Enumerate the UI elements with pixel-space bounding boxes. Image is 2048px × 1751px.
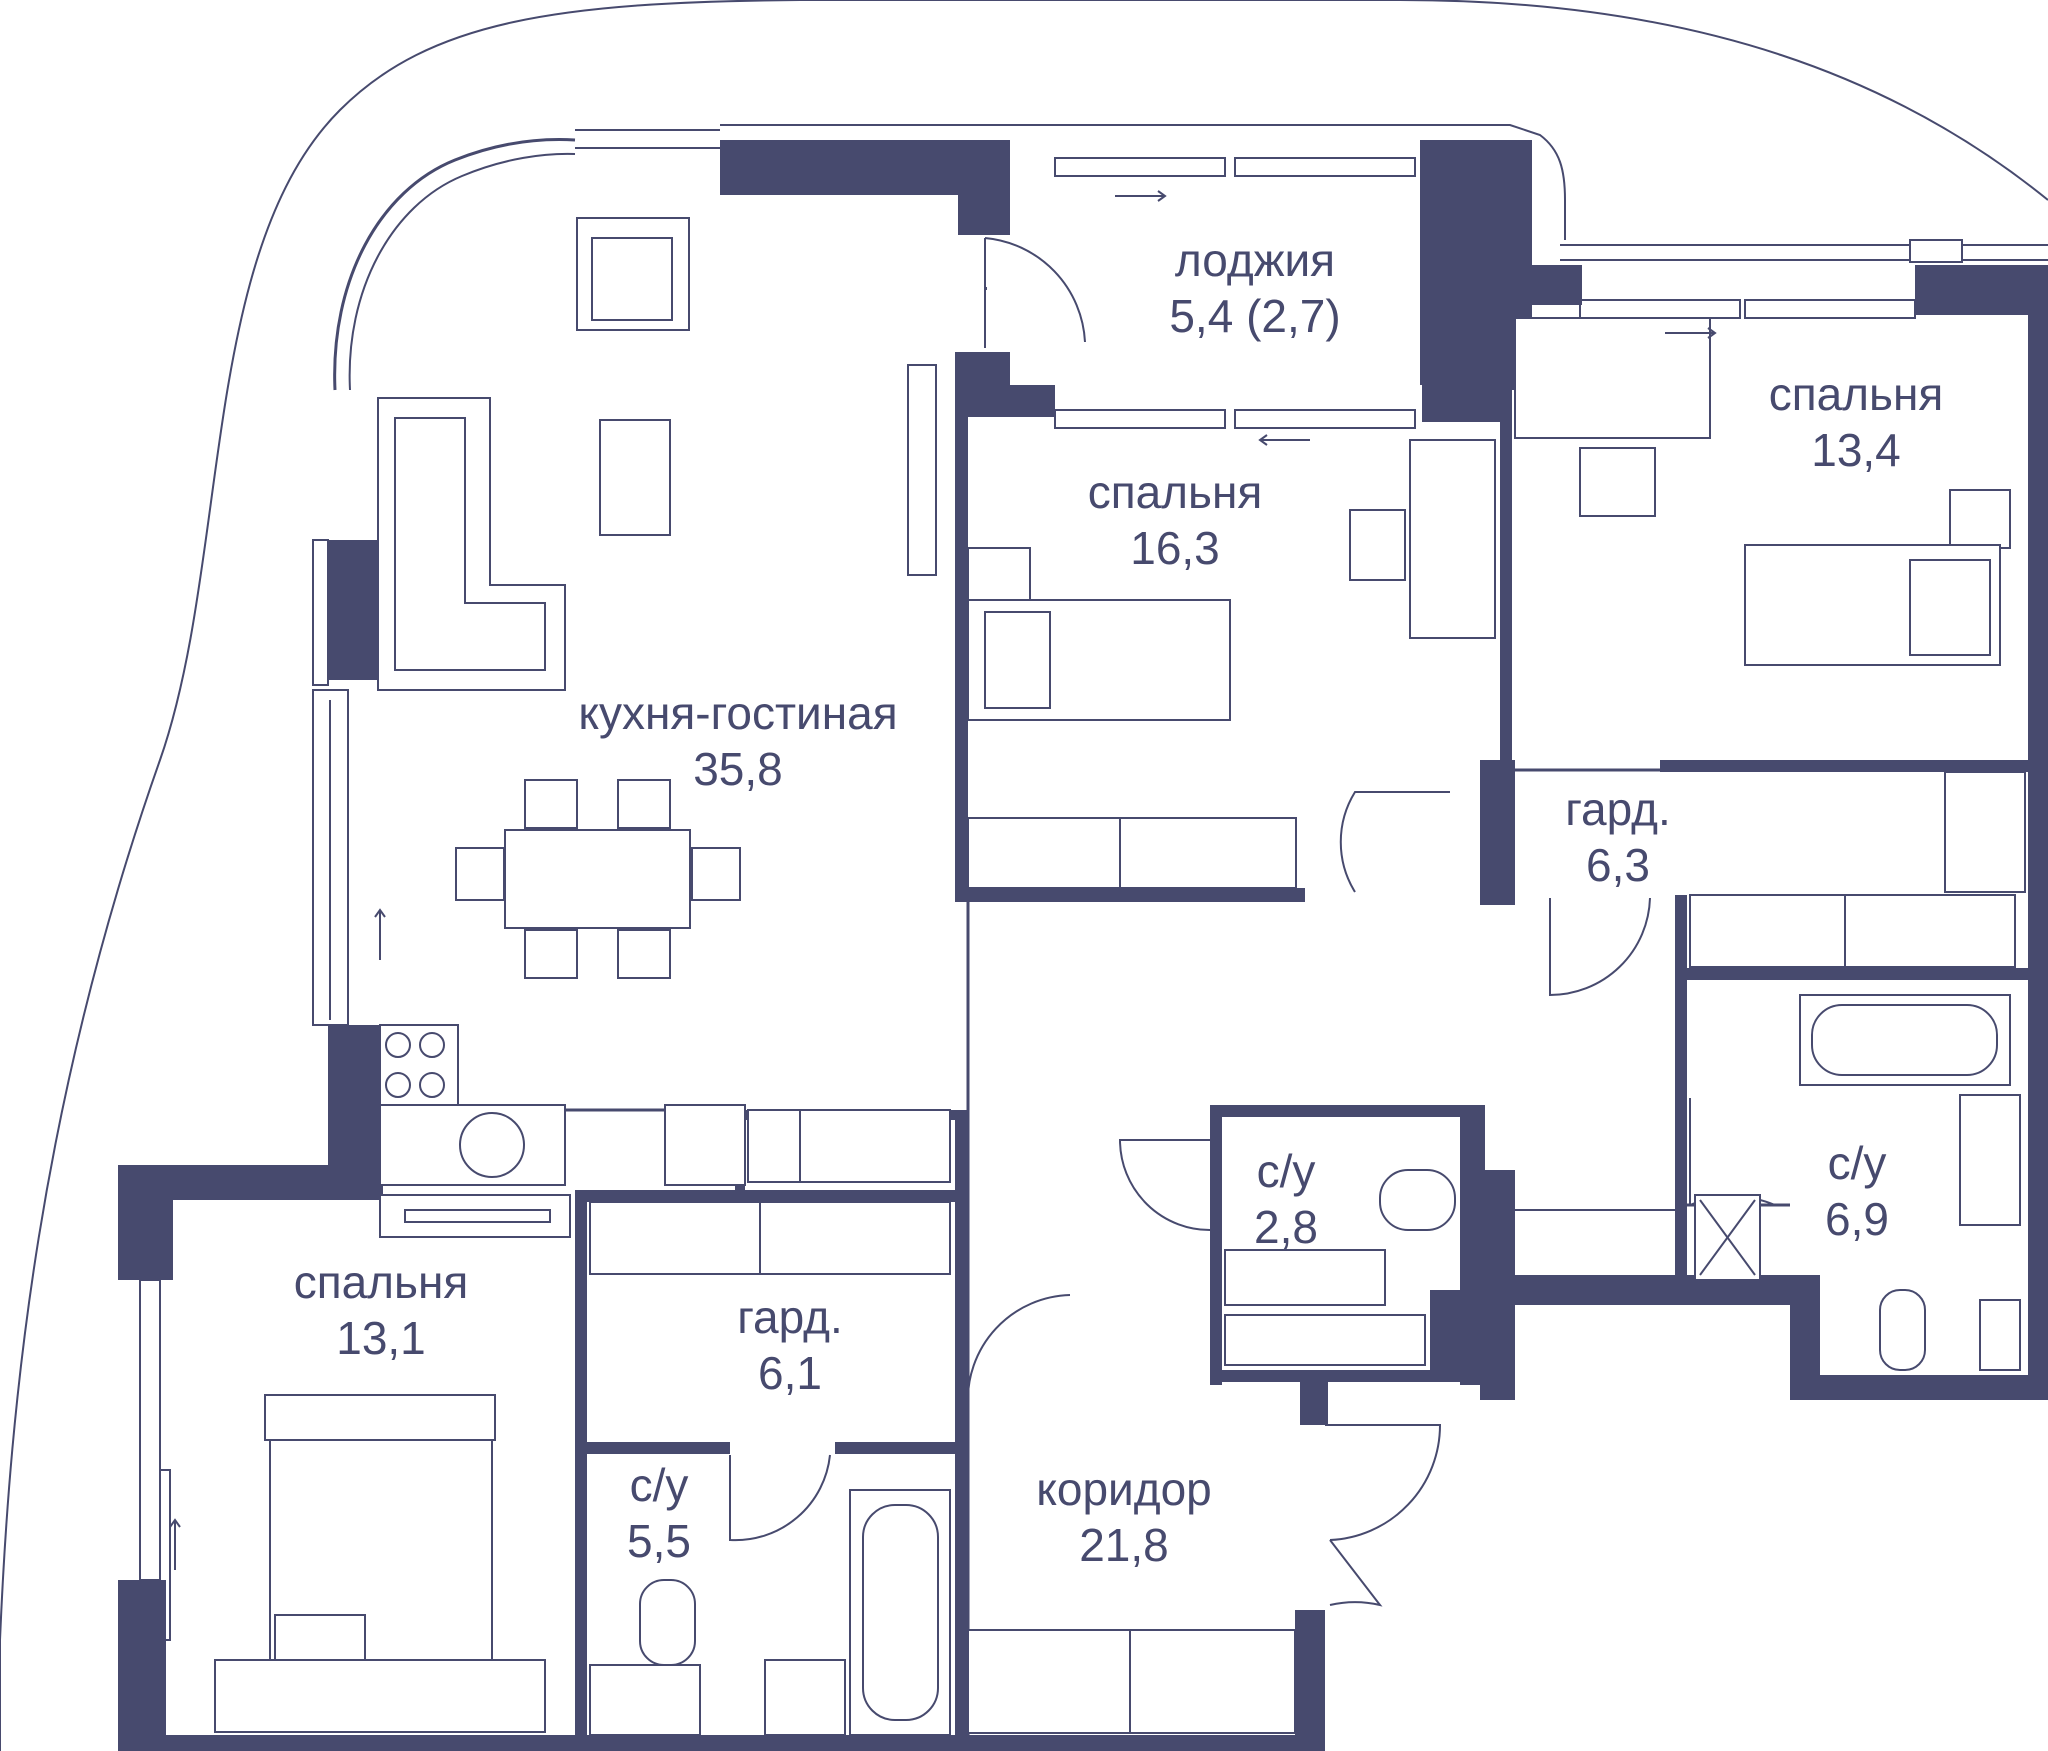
room-name: гард. — [737, 1291, 843, 1343]
furniture-wardrobe-6-3 — [1689, 894, 2016, 968]
room-area: 21,8 — [1079, 1519, 1169, 1571]
room-label-wardrobe-6-1: гард. 6,1 — [737, 1289, 843, 1401]
room-label-wardrobe-6-3: гард. 6,3 — [1565, 781, 1671, 893]
room-name: с/у — [1256, 1145, 1316, 1197]
room-name: коридор — [1036, 1463, 1212, 1515]
room-label-corridor: коридор 21,8 — [1036, 1461, 1212, 1573]
furniture-wardrobe-6-1 — [589, 1201, 951, 1275]
furniture-corridor — [967, 1209, 1680, 1734]
room-label-kitchen-living: кухня-гостиная 35,8 — [578, 685, 897, 797]
curved-window-inner — [348, 152, 576, 391]
facade-glass-right — [1560, 244, 2048, 261]
room-area: 2,8 — [1254, 1201, 1318, 1253]
room-area: 13,4 — [1811, 424, 1901, 476]
room-area: 16,3 — [1130, 522, 1220, 574]
balcony-small — [1909, 239, 1963, 263]
furniture-bedroom-16-3 — [967, 439, 1496, 889]
room-name: с/у — [629, 1459, 689, 1511]
facade-glass-top — [575, 124, 1566, 240]
furniture-bedroom-13-1 — [214, 1394, 546, 1733]
curved-window — [333, 138, 576, 391]
room-label-bathroom-5-5: с/у 5,5 — [627, 1457, 691, 1569]
room-name: с/у — [1827, 1137, 1887, 1189]
room-label-bedroom-13-4: спальня 13,4 — [1769, 366, 1944, 478]
room-area: 5,4 (2,7) — [1169, 290, 1341, 342]
room-area: 35,8 — [693, 743, 783, 795]
furniture-bathroom-2-8 — [1224, 1169, 1456, 1366]
furniture-bedroom-13-4 — [1514, 317, 2026, 893]
left-windows — [139, 539, 349, 1641]
room-name: спальня — [293, 1256, 469, 1308]
walls — [118, 140, 2048, 1751]
furniture-bathroom-6-9 — [1694, 994, 2021, 1371]
room-name: спальня — [1768, 368, 1944, 420]
room-label-bedroom-13-1: спальня 13,1 — [294, 1254, 469, 1366]
slide-arrows — [169, 190, 1717, 1570]
room-area: 6,1 — [758, 1347, 822, 1399]
room-name: спальня — [1087, 466, 1263, 518]
furniture-bathroom-5-5 — [589, 1489, 951, 1736]
room-name: гард. — [1565, 783, 1671, 835]
room-area: 13,1 — [336, 1312, 426, 1364]
room-label-bathroom-2-8: с/у 2,8 — [1254, 1143, 1318, 1255]
room-label-bathroom-6-9: с/у 6,9 — [1825, 1135, 1889, 1247]
room-area: 6,3 — [1586, 839, 1650, 891]
furniture-kitchen-living — [377, 217, 951, 1238]
room-label-loggia: лоджия 5,4 (2,7) — [1169, 232, 1340, 344]
room-area: 6,9 — [1825, 1193, 1889, 1245]
room-name: кухня-гостиная — [578, 687, 898, 739]
room-area: 5,5 — [627, 1515, 691, 1567]
room-name: лоджия — [1174, 234, 1336, 286]
doors — [729, 237, 1776, 1607]
room-label-bedroom-16-3: спальня 16,3 — [1088, 464, 1263, 576]
